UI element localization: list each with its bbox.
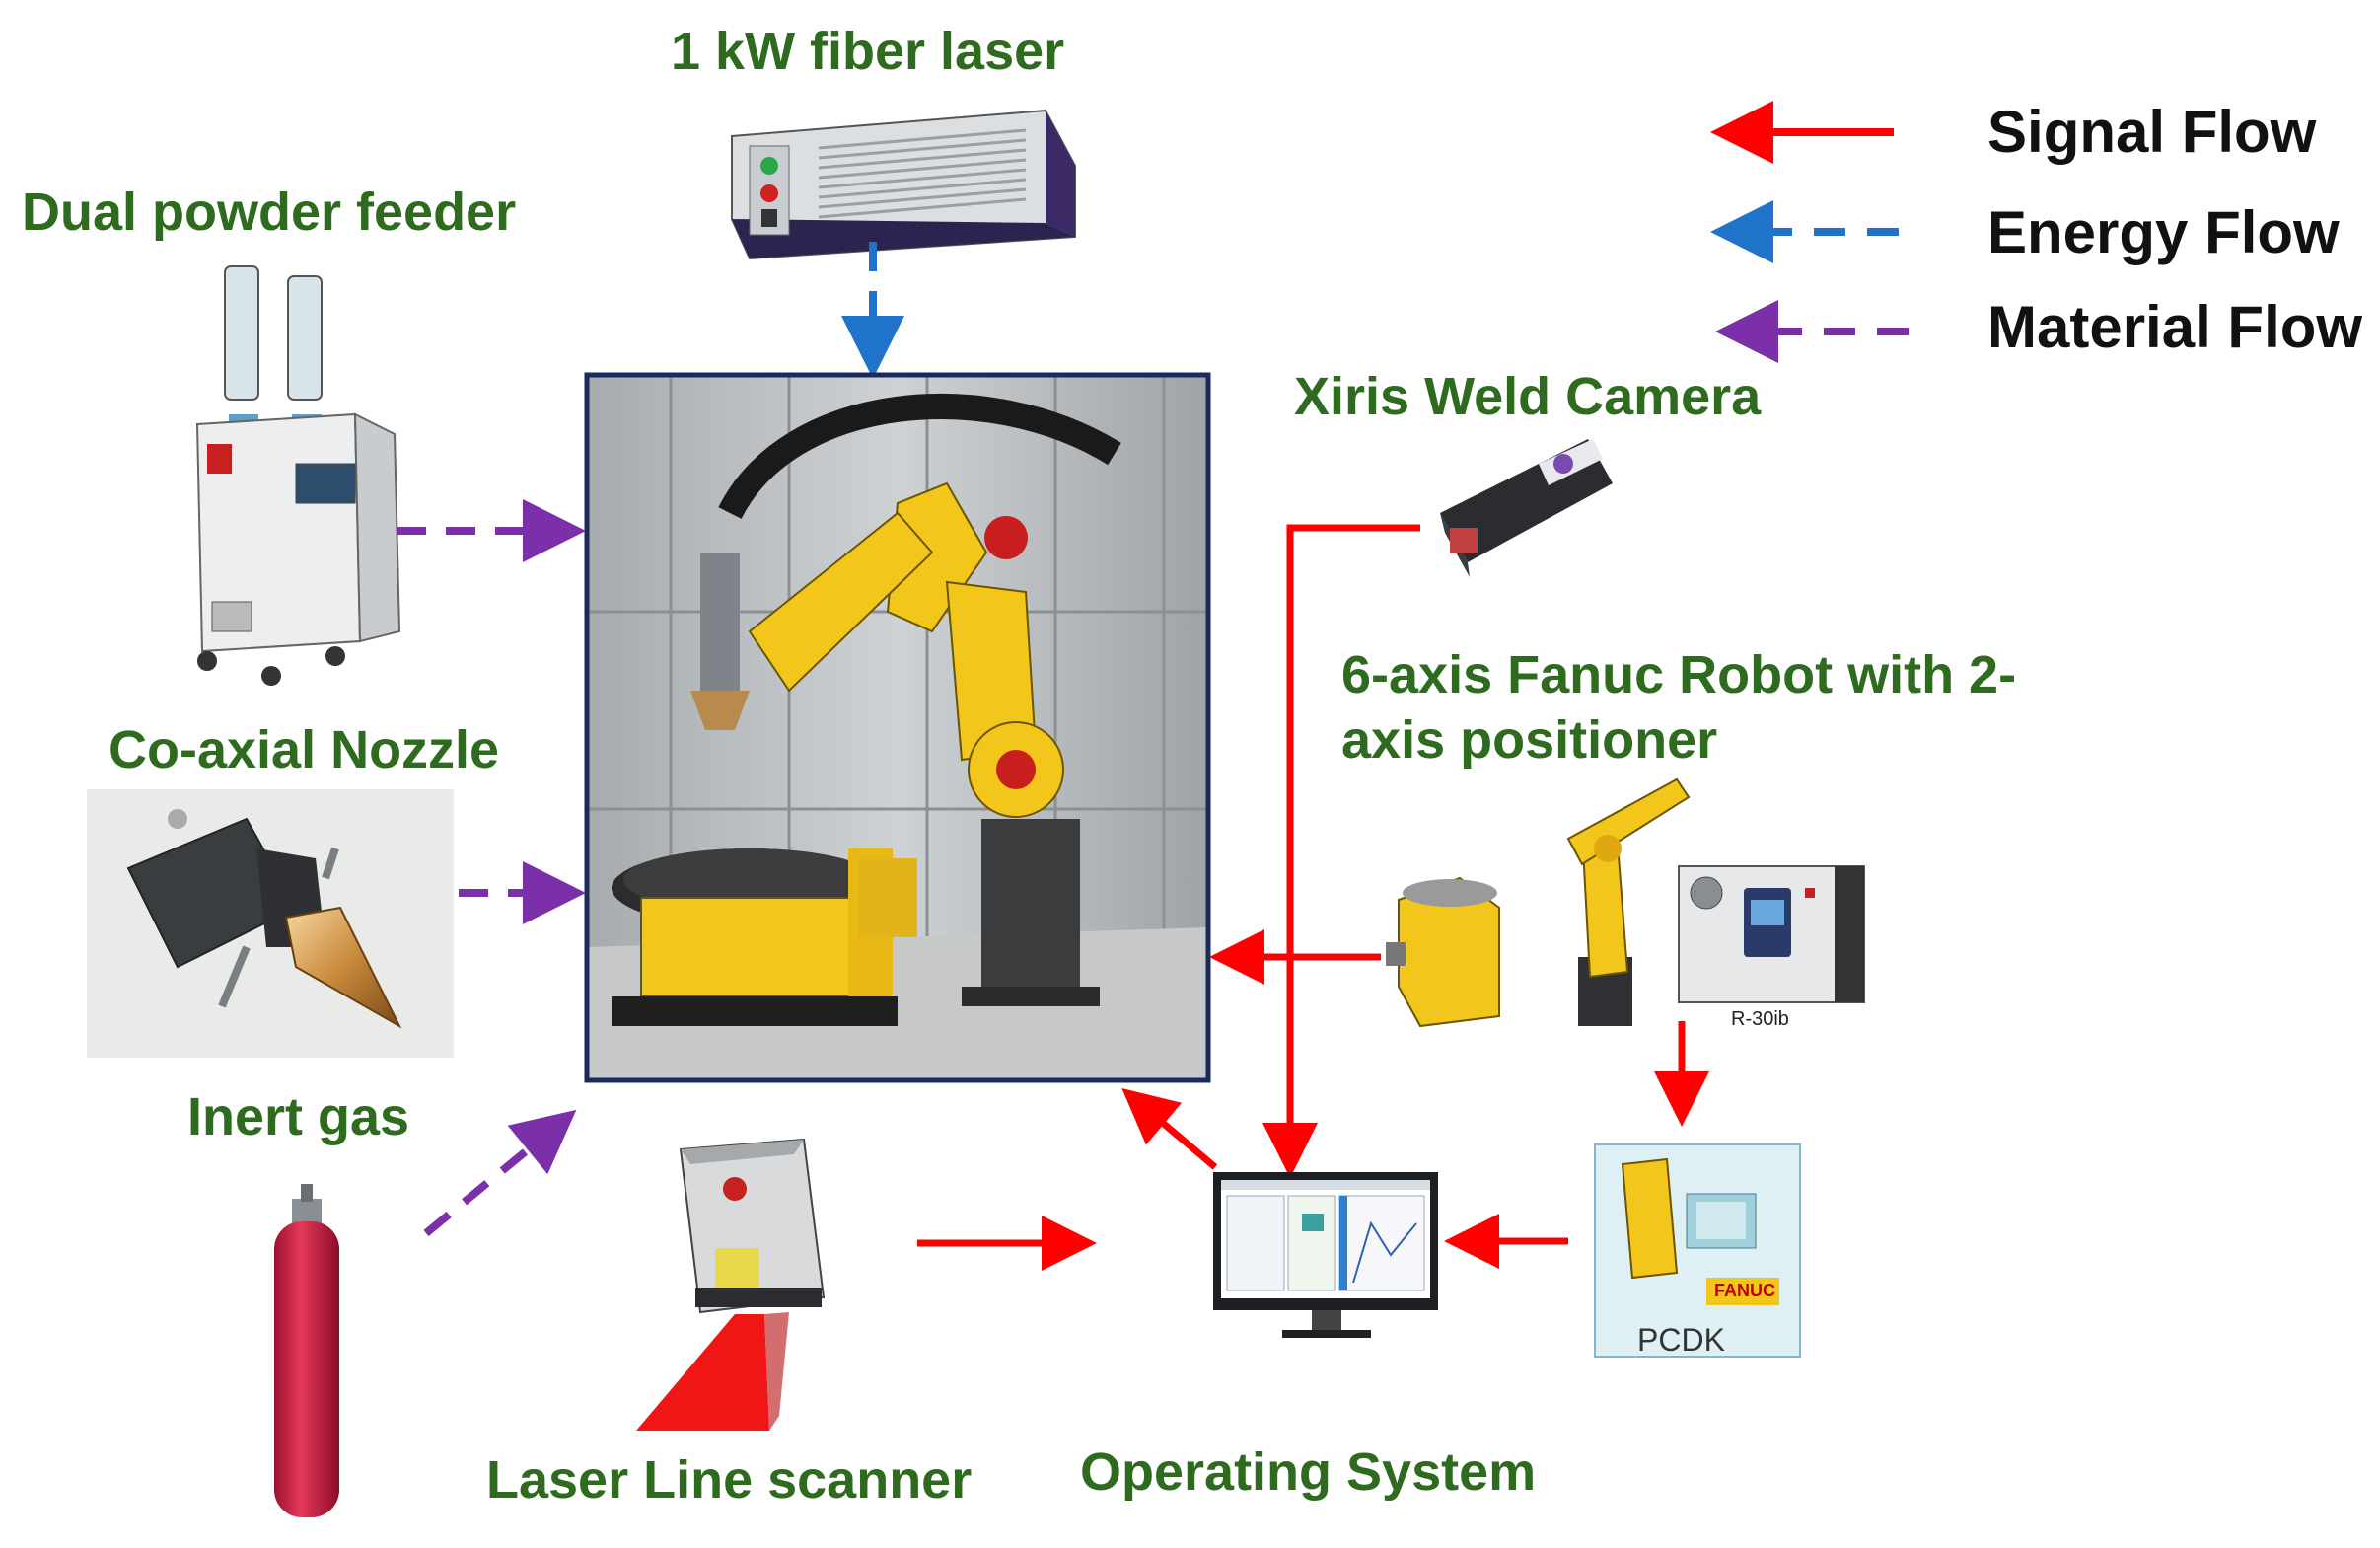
signal-line-camera-to-os xyxy=(1262,524,1420,1178)
material-arrow-gas-to-cell xyxy=(423,1109,577,1237)
robot-controller-image xyxy=(1678,865,1865,1003)
legend-energy-label: Energy Flow xyxy=(1987,199,2340,265)
inert-gas-label: Inert gas xyxy=(187,1087,410,1146)
controller-label: R-30ib xyxy=(1731,1008,1789,1030)
fiber-laser-label: 1 kW fiber laser xyxy=(671,22,1065,81)
robot-label-line2: axis positioner xyxy=(1341,710,1718,770)
robot-cell-photo xyxy=(587,375,1208,1080)
powder-feeder-label: Dual powder feeder xyxy=(22,183,517,242)
robot-label-line1: 6-axis Fanuc Robot with 2- xyxy=(1341,645,2017,704)
pcdk-label: PCDK xyxy=(1637,1322,1725,1358)
legend-material-label: Material Flow xyxy=(1987,294,2363,360)
fanuc-tag-label: FANUC xyxy=(1714,1281,1775,1300)
robot-positioner-image xyxy=(1386,777,1691,1028)
signal-arrow-os-to-cell xyxy=(1121,1087,1218,1170)
powder-feeder-image xyxy=(195,265,401,686)
camera-label: Xiris Weld Camera xyxy=(1294,367,1762,426)
operating-system-label: Operating System xyxy=(1080,1442,1537,1502)
pcdk-image xyxy=(1594,1143,1801,1358)
fiber-laser-image xyxy=(731,109,1076,260)
robot-cell-frame xyxy=(584,372,1211,1083)
coaxial-nozzle-image xyxy=(87,789,454,1058)
gas-cylinder-image xyxy=(274,1184,339,1517)
legend-signal-label: Signal Flow xyxy=(1987,99,2317,165)
nozzle-label: Co-axial Nozzle xyxy=(108,720,500,779)
operating-system-monitor xyxy=(1213,1172,1438,1338)
weld-camera-image xyxy=(1440,439,1613,577)
scanner-label: Laser Line scanner xyxy=(486,1450,973,1510)
laser-scanner-image xyxy=(636,1138,826,1431)
